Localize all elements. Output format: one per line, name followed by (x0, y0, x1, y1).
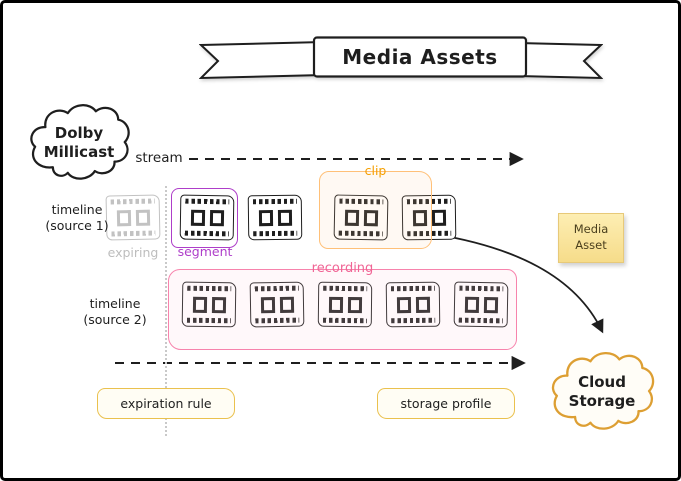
film-cell (347, 296, 362, 313)
film-frame-cells (187, 296, 231, 313)
banner-ribbon: Media Assets (199, 36, 603, 80)
expiration-rule-box: expiration rule (97, 388, 235, 419)
film-frame-cells (339, 209, 383, 226)
film-cell (209, 209, 224, 226)
film-cell (483, 296, 498, 313)
film-perforation-row (459, 285, 504, 292)
film-perforation-row (391, 317, 436, 324)
segment-label: segment (177, 244, 233, 259)
film-cell (431, 209, 446, 226)
timeline-source1-label: timeline (source 1) (45, 202, 109, 234)
film-perforation-row (406, 198, 451, 205)
film-perforation-row (110, 198, 155, 205)
film-cell (258, 209, 273, 226)
expiring-label: expiring (107, 245, 159, 260)
film-frame (385, 281, 441, 328)
clip-to-cloud-storage-arrow (433, 233, 604, 334)
clip-label: clip (364, 163, 387, 178)
film-perforation-row (390, 285, 435, 292)
storage-profile-box: storage profile (377, 388, 515, 419)
film-frame-cells (323, 296, 367, 313)
film-perforation-row (458, 317, 503, 324)
film-perforation-row (254, 285, 299, 292)
film-perforation-row (322, 317, 367, 324)
film-perforation-row (185, 198, 230, 205)
cloud-storage-cloud: Cloud Storage (542, 344, 662, 440)
film-cell (279, 296, 294, 313)
expiration-separator-line (165, 186, 167, 436)
film-cell (363, 209, 378, 226)
film-frame-cells (407, 209, 451, 226)
film-cell (277, 209, 292, 226)
film-perforation-row (339, 198, 384, 205)
film-cell (192, 296, 207, 313)
recording-label: recording (311, 261, 374, 276)
film-cell (116, 209, 131, 226)
film-frame-cells (391, 296, 435, 313)
film-frame-cells (255, 296, 299, 313)
film-frame-cells (253, 209, 297, 226)
film-frame (333, 194, 389, 241)
film-frame (179, 194, 235, 241)
film-cell (412, 209, 427, 226)
page-title: Media Assets (342, 45, 498, 69)
destination-cloud-label: Cloud Storage (568, 372, 636, 411)
film-cell (464, 296, 479, 313)
film-perforation-row (407, 230, 452, 237)
dolby-millicast-cloud: Dolby Millicast (23, 95, 135, 191)
film-perforation-row (186, 317, 231, 324)
film-cell (328, 296, 343, 313)
cloud-icon (30, 104, 130, 180)
film-frame-cells (459, 296, 503, 313)
film-frame (401, 194, 457, 241)
film-frame (317, 281, 373, 328)
timeline-source2-label: timeline (source 2) (83, 296, 147, 328)
film-perforation-row (184, 230, 229, 237)
film-frame (247, 194, 303, 241)
film-frame-cells (185, 209, 229, 226)
film-cell (396, 296, 411, 313)
cloud-icon (551, 351, 655, 430)
film-cell (415, 296, 430, 313)
film-perforation-row (187, 285, 232, 292)
film-frame (181, 281, 237, 328)
arrows-layer (115, 151, 604, 371)
stream-label: stream (135, 150, 183, 166)
film-cell (344, 209, 359, 226)
film-frame (249, 281, 305, 328)
film-cell (190, 209, 205, 226)
film-frame-cells (111, 209, 155, 226)
ribbon-shape (199, 36, 603, 80)
film-frame (453, 281, 509, 328)
film-cell (135, 209, 150, 226)
film-cell (260, 296, 275, 313)
film-perforation-row (252, 198, 297, 205)
media-asset-sticky-note: Media Asset (558, 213, 624, 263)
film-perforation-row (111, 230, 156, 237)
film-cell (211, 296, 226, 313)
film-perforation-row (255, 317, 300, 324)
film-perforation-row (338, 230, 383, 237)
film-perforation-row (253, 230, 298, 237)
film-perforation-row (323, 285, 368, 292)
source-cloud-label: Dolby Millicast (43, 123, 115, 162)
